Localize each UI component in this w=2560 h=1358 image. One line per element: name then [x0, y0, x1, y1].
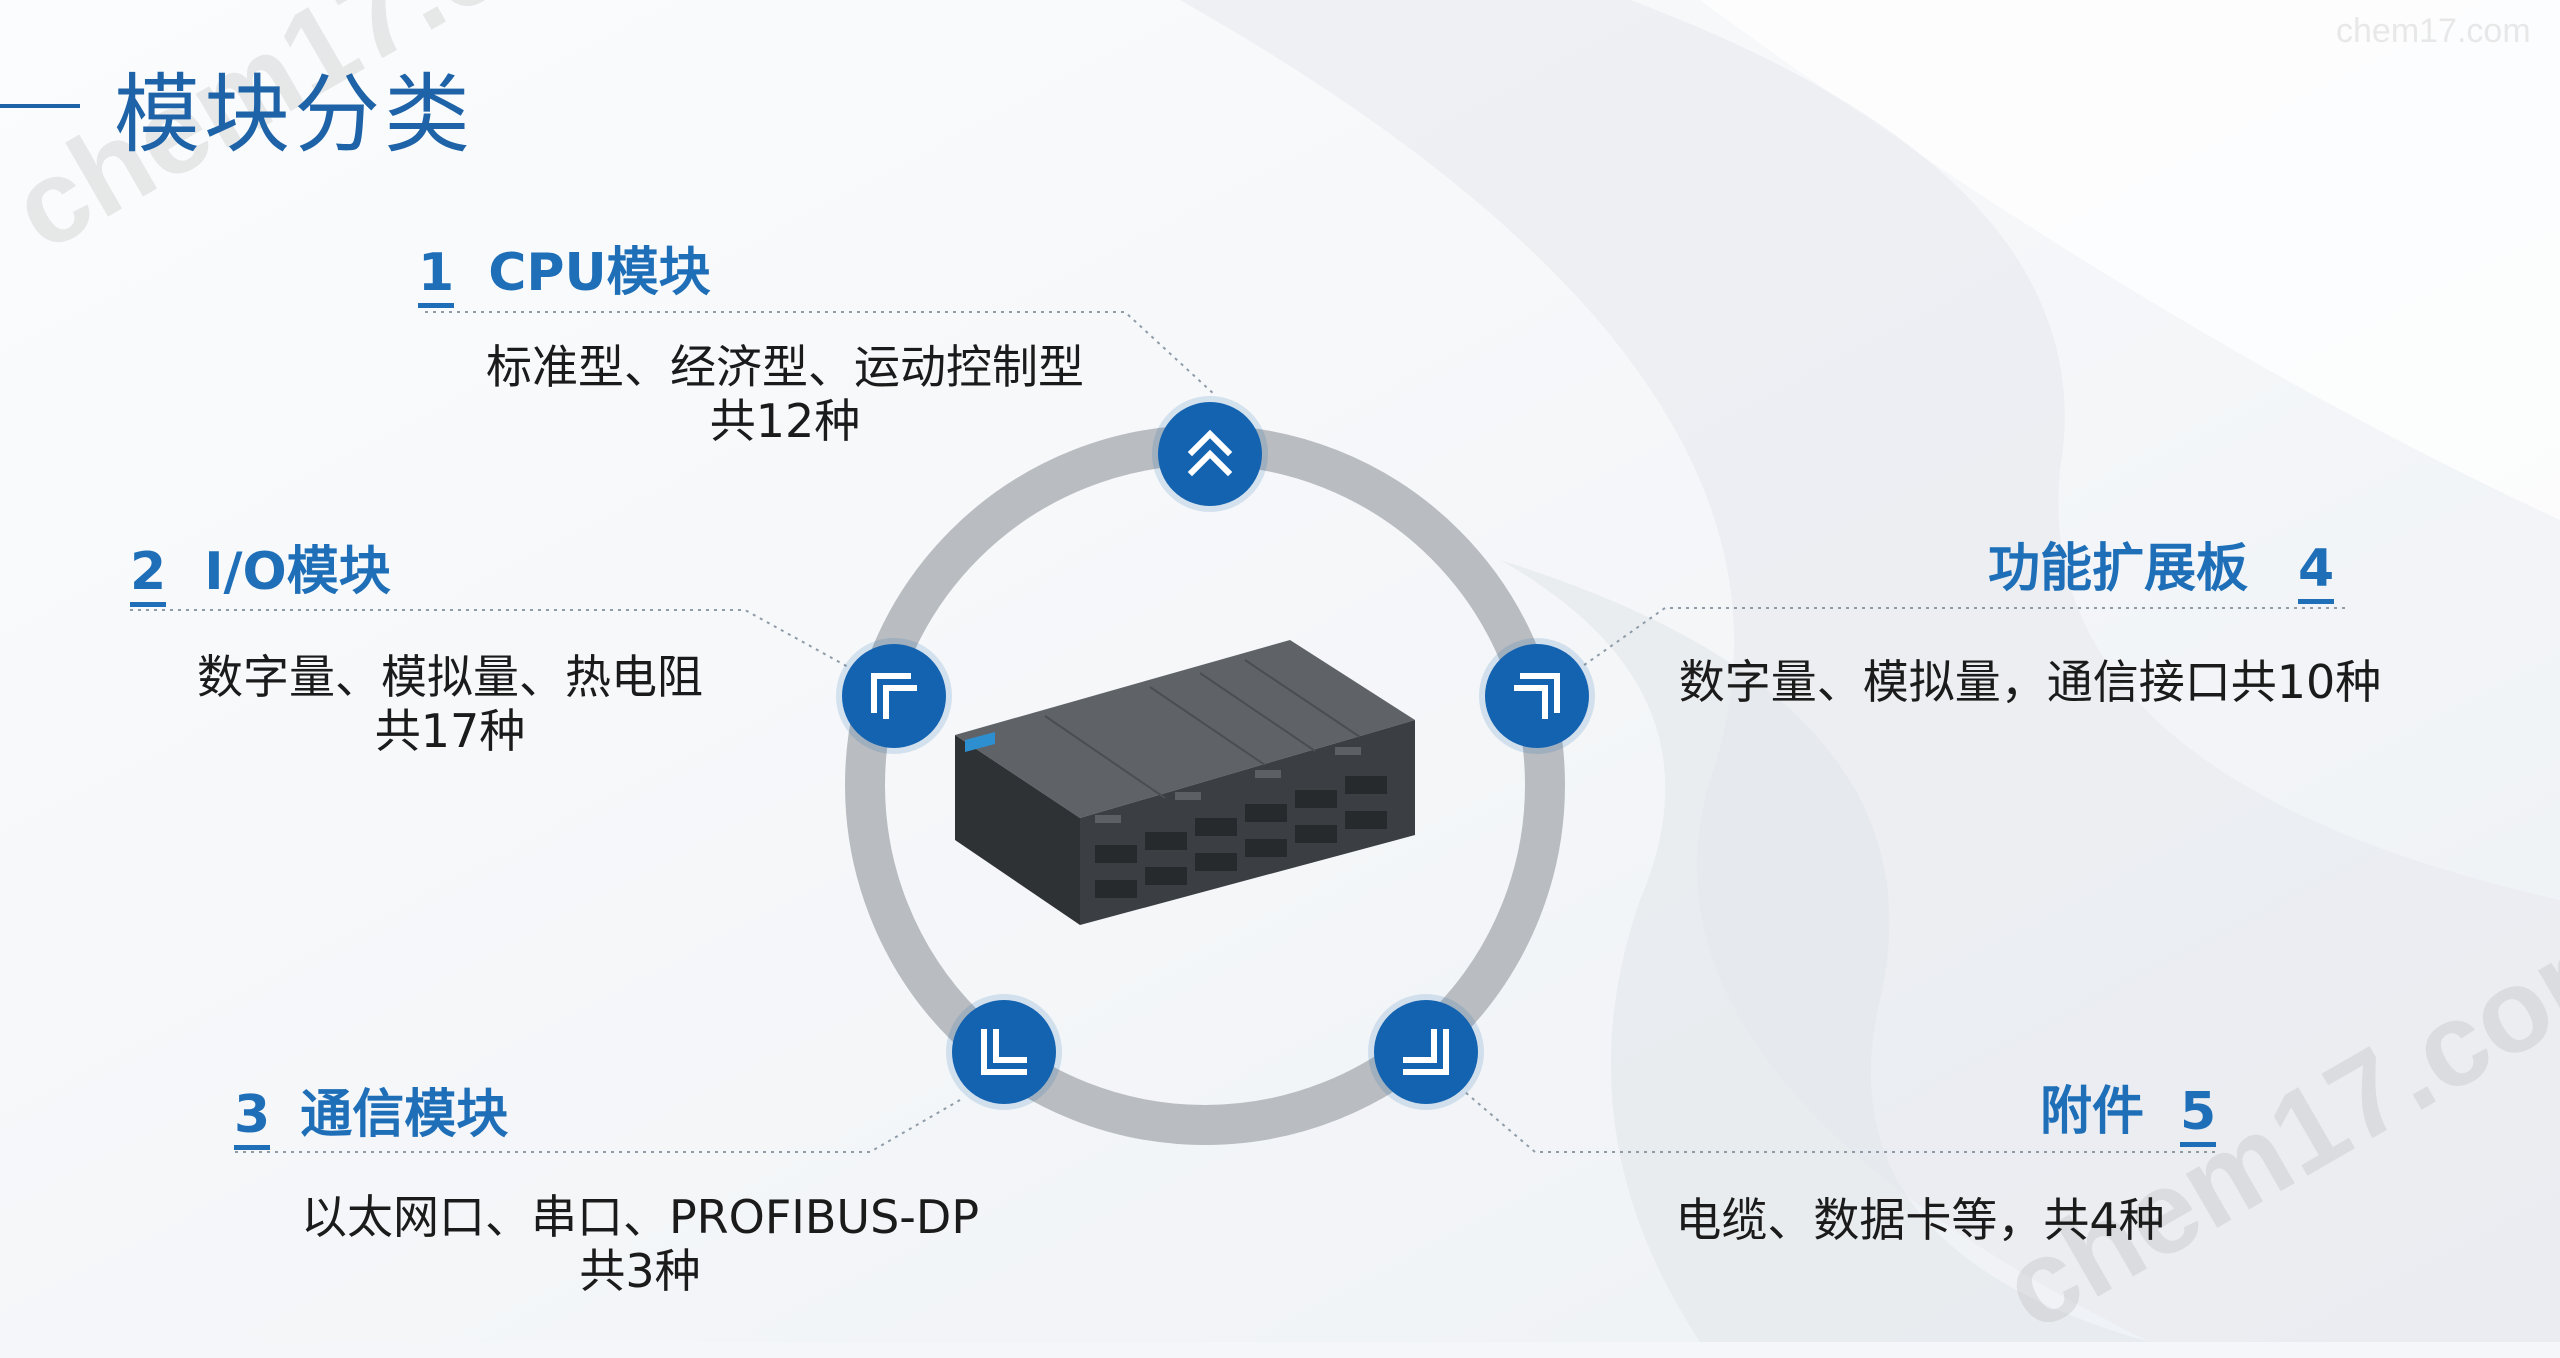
- item-acc-desc: 电缆、数据卡等，共4种: [1640, 1193, 2200, 1247]
- double-chevron-up-icon: [1158, 402, 1262, 506]
- item-comm-desc-line2: 共3种: [579, 1244, 701, 1299]
- arrow-down-left-icon: [952, 1000, 1056, 1104]
- watermark-brand: chem17.com: [2336, 12, 2531, 50]
- item-comm-number: 3: [234, 1088, 271, 1150]
- item-cpu-desc-line2: 共12种: [709, 394, 861, 449]
- item-ext-heading: 功能扩展板 4: [1988, 539, 2335, 604]
- arrow-up-right-icon: [1485, 644, 1589, 748]
- item-io-desc-line2: 共17种: [374, 704, 526, 759]
- plc-device-image: [955, 640, 1415, 925]
- item-ext-number: 4: [2298, 542, 2335, 604]
- title-dash: [0, 104, 80, 108]
- item-comm-heading: 3 通信模块: [234, 1088, 508, 1150]
- item-comm-name: 通信模块: [300, 1085, 509, 1145]
- item-cpu-desc-line1: 标准型、经济型、运动控制型: [486, 340, 1084, 394]
- item-acc-desc-line1: 电缆、数据卡等，共4种: [1675, 1193, 2165, 1247]
- item-cpu-name: CPU模块: [488, 243, 711, 303]
- item-ext-desc-line1: 数字量、模拟量，通信接口共10种: [1678, 655, 2382, 709]
- title-block: 模块分类: [0, 36, 474, 176]
- item-cpu-desc: 标准型、经济型、运动控制型 共12种: [470, 340, 1100, 449]
- page-title: 模块分类: [114, 64, 474, 165]
- item-io-name: I/O模块: [204, 542, 391, 602]
- item-comm-desc-line1: 以太网口、串口、PROFIBUS-DP: [300, 1190, 980, 1244]
- item-cpu-number: 1: [418, 246, 455, 308]
- item-acc-heading: 附件 5: [2040, 1082, 2217, 1147]
- item-io-number: 2: [130, 545, 167, 607]
- item-acc-name: 附件: [2040, 1082, 2145, 1142]
- item-acc-number: 5: [2180, 1085, 2217, 1147]
- arrow-up-left-icon: [842, 644, 946, 748]
- item-io-desc: 数字量、模拟量、热电阻 共17种: [160, 650, 740, 759]
- item-io-desc-line1: 数字量、模拟量、热电阻: [197, 650, 703, 704]
- item-ext-desc: 数字量、模拟量，通信接口共10种: [1640, 655, 2420, 709]
- item-io-heading: 2 I/O模块: [130, 545, 391, 607]
- item-cpu-heading: 1 CPU模块: [418, 246, 711, 308]
- arrow-down-right-icon: [1374, 1000, 1478, 1104]
- item-comm-desc: 以太网口、串口、PROFIBUS-DP 共3种: [270, 1190, 1010, 1299]
- item-ext-name: 功能扩展板: [1988, 539, 2249, 599]
